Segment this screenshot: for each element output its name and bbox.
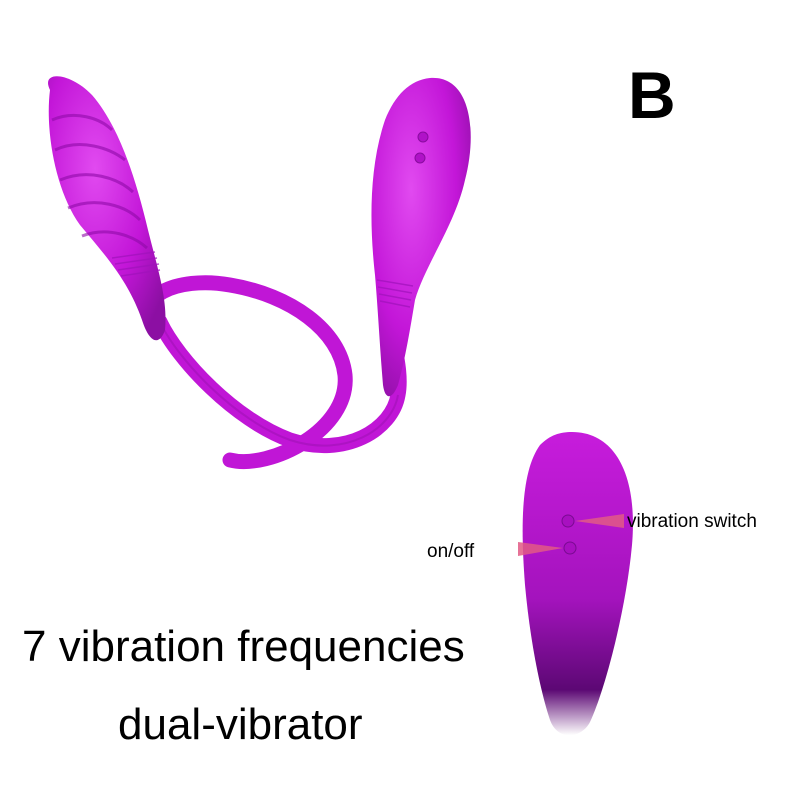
right-egg-head [371,77,471,397]
caption-dual-vibrator: dual-vibrator [118,700,363,749]
vibration-switch-label: vibration switch [627,511,757,532]
caption-frequencies: 7 vibration frequencies [22,622,465,671]
cord [143,275,407,469]
closeup-egg [522,432,633,736]
left-ribbed-head [48,76,166,341]
callout-lines [518,514,624,556]
power-button[interactable] [563,541,577,555]
on-off-label: on/off [427,541,475,562]
variant-label: B [628,58,676,132]
vibration-switch-button[interactable] [561,514,575,528]
